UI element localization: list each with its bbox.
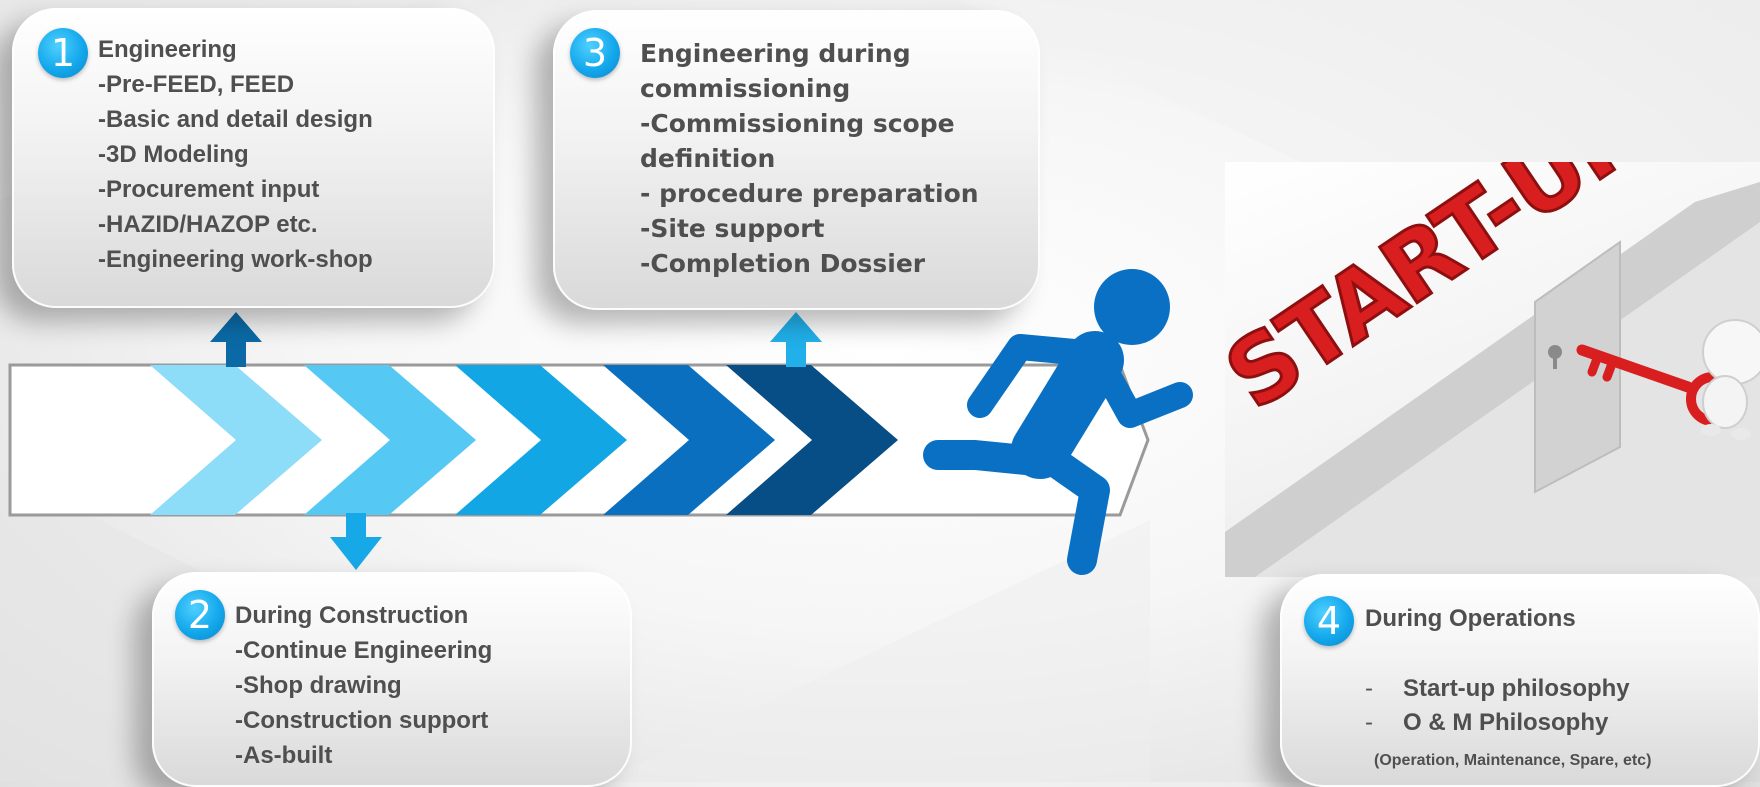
step-1-item: -Pre-FEED, FEED — [98, 71, 295, 98]
step-1-item: -Engineering work-shop — [98, 246, 373, 273]
step-3-item: -Completion Dossier — [640, 249, 926, 278]
step-1-title: Engineering — [98, 36, 237, 63]
step-2-item: -Continue Engineering — [235, 637, 493, 664]
chevron-2 — [304, 365, 476, 515]
step-1-card — [12, 8, 495, 308]
step-1-item: -Procurement input — [98, 176, 320, 203]
step-3-item: - procedure preparation — [640, 179, 979, 208]
chevron-4 — [603, 365, 775, 515]
arrow-down-to-step-2 — [330, 513, 382, 570]
step-3-item: -Site support — [640, 214, 825, 243]
door-icon — [1534, 240, 1621, 494]
step-3-item: definition — [640, 144, 776, 173]
chevron-5 — [726, 365, 898, 515]
bullet-dash: - — [1365, 675, 1373, 702]
step-4-item: - Start-up philosophy — [1365, 672, 1630, 706]
step-4-item: - O & M Philosophy — [1365, 706, 1630, 740]
step-3-number-badge: 3 — [570, 28, 620, 78]
step-1-item: -HAZID/HAZOP etc. — [98, 211, 318, 238]
step-4-item-text: Start-up philosophy — [1403, 675, 1630, 702]
chevron-1 — [150, 365, 322, 515]
step-2-number-badge: 2 — [175, 590, 225, 640]
step-2-title: During Construction — [235, 602, 469, 629]
step-3-card — [553, 10, 1040, 310]
step-3-content: Engineering during commissioning -Commis… — [640, 36, 979, 281]
step-1-item: -3D Modeling — [98, 141, 249, 168]
mascot-figure-icon — [1701, 319, 1760, 440]
step-2-content: During Construction -Continue Engineerin… — [235, 598, 492, 773]
step-2-item: -Construction support — [235, 707, 489, 734]
startup-illustration: START-UP — [1225, 162, 1760, 577]
arrow-up-to-step-1 — [210, 312, 262, 367]
step-4-note: (Operation, Maintenance, Spare, etc) — [1374, 752, 1652, 769]
step-4-item-text: O & M Philosophy — [1403, 709, 1609, 736]
step-4-number-badge: 4 — [1304, 596, 1354, 646]
step-3-title: Engineering during — [640, 39, 911, 68]
arrow-up-to-step-3 — [770, 312, 822, 367]
chevron-3 — [455, 365, 627, 515]
step-1-content: Engineering -Pre-FEED, FEED -Basic and d… — [98, 32, 373, 277]
step-4-content: - Start-up philosophy - O & M Philosophy — [1365, 672, 1630, 740]
step-2-card — [152, 572, 632, 787]
step-1-number-badge: 1 — [38, 28, 88, 78]
step-3-title: commissioning — [640, 74, 851, 103]
running-person-icon — [923, 269, 1193, 575]
step-2-item: -Shop drawing — [235, 672, 402, 699]
step-3-item: -Commissioning scope — [640, 109, 955, 138]
step-4-title: During Operations — [1365, 605, 1576, 632]
bullet-dash: - — [1365, 709, 1373, 736]
step-1-item: -Basic and detail design — [98, 106, 373, 133]
step-2-item: -As-built — [235, 742, 333, 769]
step-4-card — [1280, 574, 1760, 787]
